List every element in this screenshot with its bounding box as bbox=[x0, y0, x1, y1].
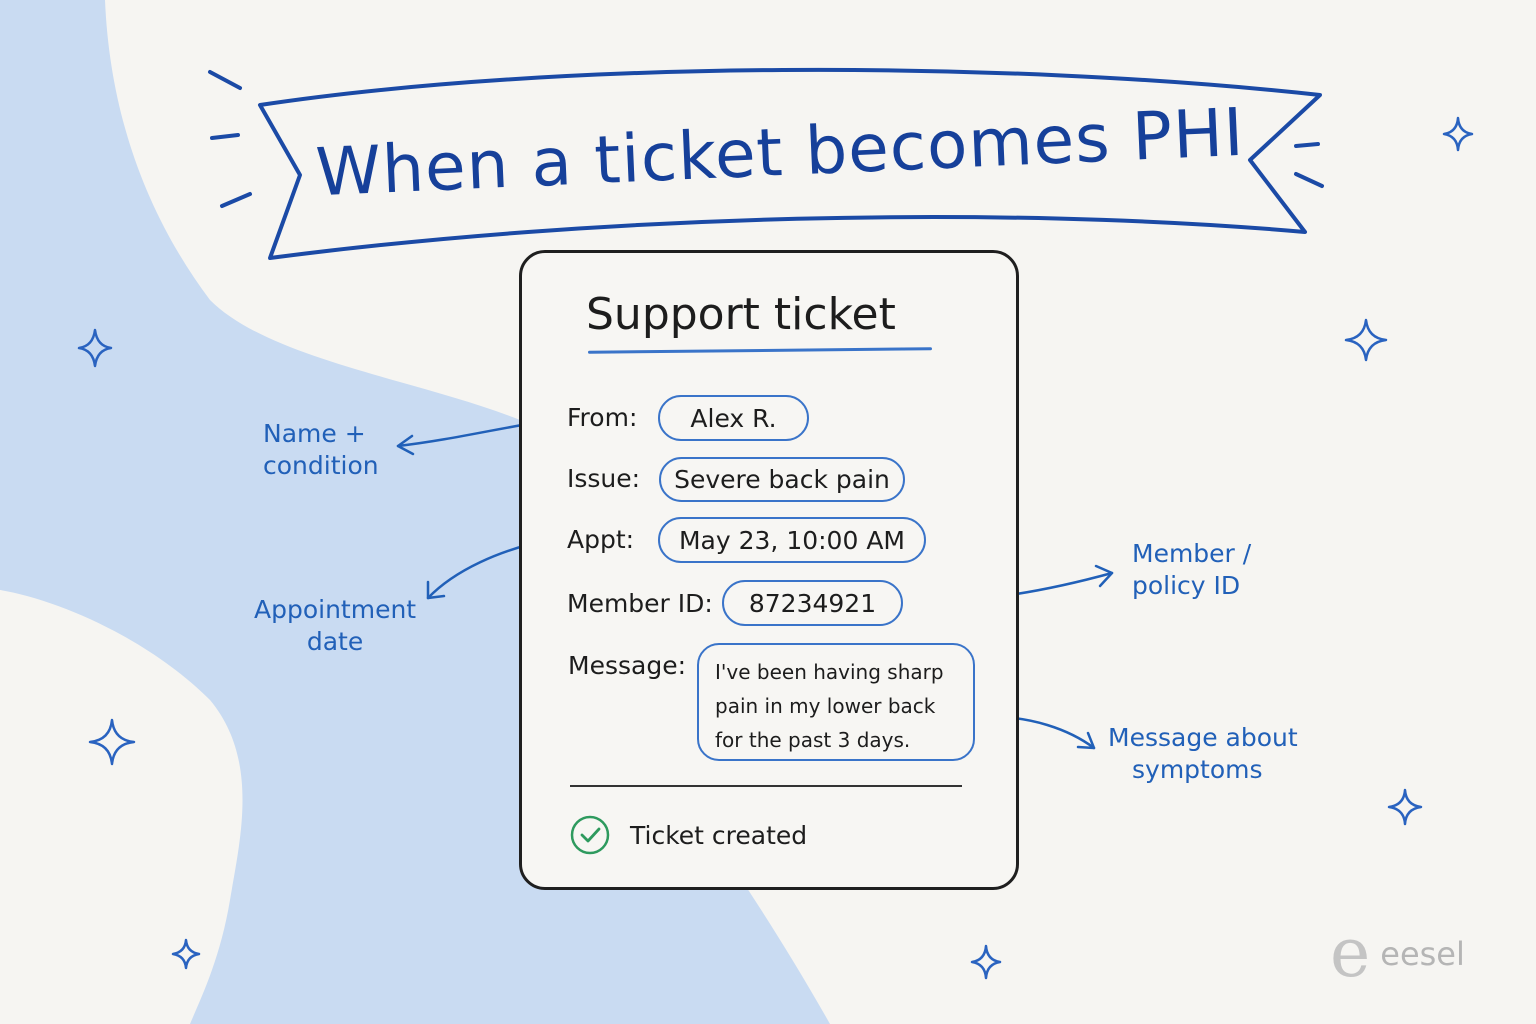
annotation-line: date bbox=[306, 627, 364, 656]
annotation-line: Name + bbox=[263, 419, 366, 448]
annotation-line: condition bbox=[263, 451, 379, 480]
annotation-message-symptoms: Message about symptoms bbox=[1108, 722, 1298, 786]
member-id-value: 87234921 bbox=[722, 580, 903, 626]
check-circle-icon bbox=[570, 815, 610, 855]
support-ticket-card: Support ticket From: Alex R. Issue: Seve… bbox=[519, 250, 1019, 890]
annotation-line: symptoms bbox=[1132, 755, 1263, 784]
message-label: Message: bbox=[568, 651, 686, 680]
annotation-line: Appointment bbox=[254, 595, 417, 624]
message-body: I've been having sharp pain in my lower … bbox=[697, 643, 975, 761]
brand-name: eesel bbox=[1380, 935, 1465, 973]
sparkle-icon bbox=[77, 116, 1474, 980]
message-line: for the past 3 days. bbox=[715, 728, 911, 752]
heading-underline bbox=[587, 347, 933, 354]
message-line: pain in my lower back bbox=[715, 694, 936, 718]
brand-mark: e bbox=[1330, 914, 1371, 993]
member-id-label: Member ID: bbox=[567, 589, 713, 618]
annotation-line: Member / bbox=[1132, 539, 1252, 568]
message-line: I've been having sharp bbox=[715, 660, 944, 684]
appt-label: Appt: bbox=[567, 525, 635, 554]
background-blob-lower bbox=[0, 590, 243, 1024]
ticket-status: Ticket created bbox=[570, 815, 807, 855]
annotation-line: Message about bbox=[1108, 723, 1298, 752]
annotation-appointment: Appointment date bbox=[254, 594, 416, 658]
from-value: Alex R. bbox=[658, 395, 809, 441]
issue-label: Issue: bbox=[567, 464, 641, 493]
divider bbox=[570, 785, 962, 787]
status-text: Ticket created bbox=[630, 820, 808, 850]
annotation-line: policy ID bbox=[1132, 571, 1241, 600]
title-banner bbox=[208, 67, 1324, 260]
ticket-heading: Support ticket bbox=[586, 289, 896, 340]
annotation-member-policy: Member / policy ID bbox=[1132, 538, 1251, 602]
appt-value: May 23, 10:00 AM bbox=[658, 517, 926, 563]
annotation-name-condition: Name + condition bbox=[263, 418, 379, 482]
from-label: From: bbox=[567, 403, 638, 432]
brand-logo: e eesel bbox=[1330, 920, 1465, 988]
issue-value: Severe back pain bbox=[659, 457, 905, 502]
